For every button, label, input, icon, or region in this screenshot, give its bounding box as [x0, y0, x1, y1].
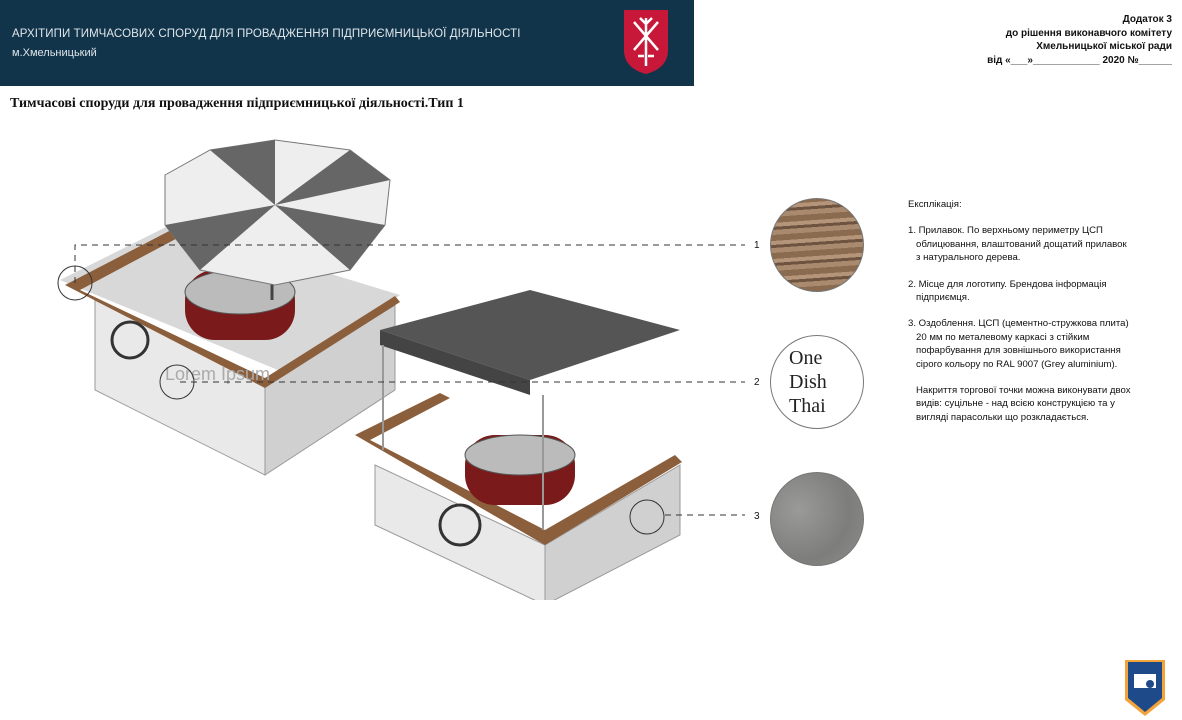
wood-texture-sample	[770, 198, 864, 292]
explication: Експлікація: 1. Прилавок. По верхньому п…	[908, 198, 1178, 437]
logo-sample: One Dish Thai	[770, 335, 864, 429]
legend-note: Накриття торгової точки можна виконувати…	[908, 384, 1178, 424]
header-banner: АРХІТИПИ ТИМЧАСОВИХ СПОРУД ДЛЯ ПРОВАДЖЕН…	[0, 0, 694, 86]
legend-line: 2. Місце для логотипу. Брендова інформац…	[908, 278, 1107, 290]
legend-line: підприємця.	[916, 292, 970, 304]
camera-badge-icon	[1125, 660, 1165, 716]
legend-line: 1. Прилавок. По верхньому периметру ЦСП	[908, 225, 1103, 237]
callout-number: 1	[754, 240, 760, 251]
appendix-line: Додаток 3	[1122, 14, 1172, 25]
header-city: м.Хмельницький	[12, 47, 97, 59]
legend-line: облицювання, влаштований дощатий прилаво…	[916, 238, 1127, 250]
city-coat-of-arms-icon	[624, 10, 668, 74]
concrete-texture-sample	[770, 472, 864, 566]
appendix-note: Додаток 3 до рішення виконавчого комітет…	[987, 13, 1172, 67]
legend-heading: Експлікація:	[908, 199, 962, 210]
legend-line: 20 мм по металевому каркасі з стійким	[916, 331, 1090, 343]
legend-line: з натурального дерева.	[916, 252, 1021, 264]
kiosk-illustration: Lorem Ipsum	[57, 139, 745, 600]
legend-line: 3. Оздоблення. ЦСП (цементно-стружкова п…	[908, 318, 1129, 330]
callout-number: 3	[754, 511, 760, 522]
logo-word: One	[789, 347, 823, 369]
appendix-line: Хмельницької міської ради	[1036, 41, 1172, 52]
appendix-line: до рішення виконавчого комітету	[1005, 27, 1172, 39]
legend-line: видів: суцільне - над всією конструкцією…	[916, 398, 1115, 410]
legend-line: сірого кольору по RAL 9007 (Grey alumini…	[916, 358, 1118, 370]
logo-word: Thai	[789, 395, 826, 417]
header-title: АРХІТИПИ ТИМЧАСОВИХ СПОРУД ДЛЯ ПРОВАДЖЕН…	[12, 28, 521, 40]
legend-item-3: 3. Оздоблення. ЦСП (цементно-стружкова п…	[908, 317, 1178, 371]
appendix-line: від «___»____________ 2020 №______	[987, 54, 1172, 66]
legend-line: пофарбування для зовнішнього використанн…	[916, 345, 1121, 357]
page-title: Тимчасові споруди для провадження підпри…	[10, 96, 464, 111]
logo-word: Dish	[789, 371, 827, 393]
legend-line: вигляді парасольки що розкладається.	[916, 411, 1089, 423]
callout-number: 2	[754, 377, 760, 388]
legend-line: Накриття торгової точки можна виконувати…	[916, 385, 1131, 397]
kiosk-sign: Lorem Ipsum	[165, 364, 270, 384]
legend-item-2: 2. Місце для логотипу. Брендова інформац…	[908, 278, 1178, 305]
